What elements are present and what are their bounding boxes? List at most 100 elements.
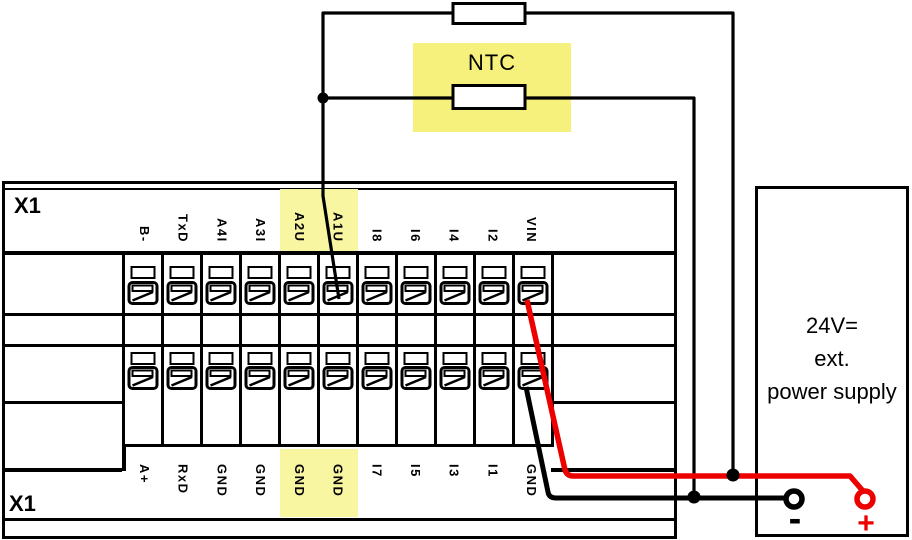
pin-label-text: A3I: [253, 218, 269, 243]
pin-label-text: I3: [446, 464, 462, 478]
pin-label-text: VIN: [524, 216, 540, 243]
series-resistor: [451, 2, 527, 25]
pin-label-bottom-gnd: GND: [512, 447, 551, 517]
junction-dot-ntc-gnd: [687, 490, 701, 504]
screw-opening: [325, 352, 351, 365]
screw-opening: [169, 266, 195, 279]
clamp-symbol: [127, 281, 159, 305]
pin-label-top-i2: I2: [474, 189, 513, 251]
screw-opening: [520, 266, 546, 279]
pin-label-top-b-: B-: [125, 189, 164, 251]
pin-label-bottom-gnd: GND: [202, 447, 241, 517]
clamp-symbol: [205, 281, 237, 305]
clamp-symbol: [244, 281, 276, 305]
clamp-symbol: [478, 366, 510, 390]
pin-label-top-i4: I4: [435, 189, 474, 251]
clamp-symbol: [478, 281, 510, 305]
pin-label-text: TxD: [175, 213, 191, 243]
screw-opening: [169, 352, 195, 365]
pin-label-bottom-i3: I3: [435, 447, 474, 517]
strip-row-separator-1: [125, 312, 551, 316]
module-line-left-2: [2, 344, 122, 347]
pin-label-text: I2: [485, 229, 501, 243]
screw-opening: [520, 352, 546, 365]
screw-opening: [286, 266, 312, 279]
clamp-symbol: [439, 281, 471, 305]
strip-row-separator-2: [125, 343, 551, 347]
clamp-symbol: [400, 366, 432, 390]
terminal-cell-2: [164, 254, 203, 444]
screw-opening: [403, 352, 429, 365]
pin-label-text: B-: [136, 226, 152, 243]
clamp-symbol: [361, 281, 393, 305]
clamp-symbol: [205, 366, 237, 390]
pin-label-bottom-a+: A+: [125, 447, 164, 517]
power-supply-line3: power supply: [767, 379, 897, 404]
terminal-cell-4: [242, 254, 281, 444]
module-line-left-4: [2, 468, 122, 472]
terminal-cell-10: [476, 254, 515, 444]
junction-dot-resistor-vin: [726, 468, 740, 482]
terminal-cell-1: [125, 254, 164, 444]
clamp-symbol: [127, 366, 159, 390]
clamp-symbol: [166, 366, 198, 390]
junction-dot-ntc-branch: [317, 92, 329, 104]
ntc-box: NTC: [413, 43, 571, 132]
pin-label-bottom-gnd: GND: [280, 447, 319, 517]
module-line-right-1: [554, 313, 677, 316]
terminal-cell-3: [203, 254, 242, 444]
pin-label-bottom-gnd: GND: [241, 447, 280, 517]
module-line-bottom-band: [2, 518, 677, 521]
terminal-cell-6: [320, 254, 359, 444]
pin-label-text: A4I: [214, 218, 230, 243]
module-line-left-jog: [122, 445, 126, 471]
clamp-symbol: [361, 366, 393, 390]
pin-label-text: A+: [136, 464, 152, 484]
module-label-bottom: X1: [9, 491, 36, 516]
screw-opening: [130, 266, 156, 279]
screw-opening: [325, 266, 351, 279]
pin-label-text: GND: [330, 464, 346, 498]
pin-label-text: I5: [408, 464, 423, 478]
clamp-symbol: [322, 281, 354, 305]
pin-label-bottom-gnd: GND: [319, 447, 358, 517]
terminal-cell-5: [281, 254, 320, 444]
screw-opening: [286, 352, 312, 365]
terminal-cell-8: [398, 254, 437, 444]
clamp-symbol: [166, 281, 198, 305]
terminal-cell-9: [437, 254, 476, 444]
clamp-symbol: [439, 366, 471, 390]
screw-opening: [442, 266, 468, 279]
module-line-left-3: [2, 401, 122, 404]
screw-opening: [364, 352, 390, 365]
pin-label-bottom-rxd: RxD: [164, 447, 203, 517]
screw-opening: [364, 266, 390, 279]
clamp-symbol: [400, 281, 432, 305]
pin-label-text: GND: [253, 464, 269, 498]
power-supply-line2: ext.: [814, 346, 850, 371]
screw-opening: [247, 266, 273, 279]
power-supply-line1: 24V=: [806, 313, 858, 338]
power-supply-label: 24V= ext. power supply: [758, 309, 906, 408]
terminal-cells: [125, 254, 551, 444]
pin-label-text: I4: [446, 229, 462, 243]
pin-label-top-a3i: A3I: [241, 189, 280, 251]
clamp-symbol: [283, 366, 315, 390]
pin-label-top-txd: TxD: [164, 189, 203, 251]
clamp-symbol: [322, 366, 354, 390]
pin-label-top-a1u: A1U: [319, 189, 358, 251]
terminal-cell-7: [359, 254, 398, 444]
clamp-symbol: [517, 281, 549, 305]
screw-opening: [481, 352, 507, 365]
screw-opening: [208, 266, 234, 279]
module-line-right-3: [554, 401, 677, 404]
pin-label-top-a2u: A2U: [280, 189, 319, 251]
module-line-right-2: [554, 344, 677, 347]
module-line-right-4: [551, 468, 677, 472]
pin-label-text: I6: [408, 229, 423, 243]
pin-label-bottom-i7: I7: [357, 447, 396, 517]
screw-opening: [481, 266, 507, 279]
